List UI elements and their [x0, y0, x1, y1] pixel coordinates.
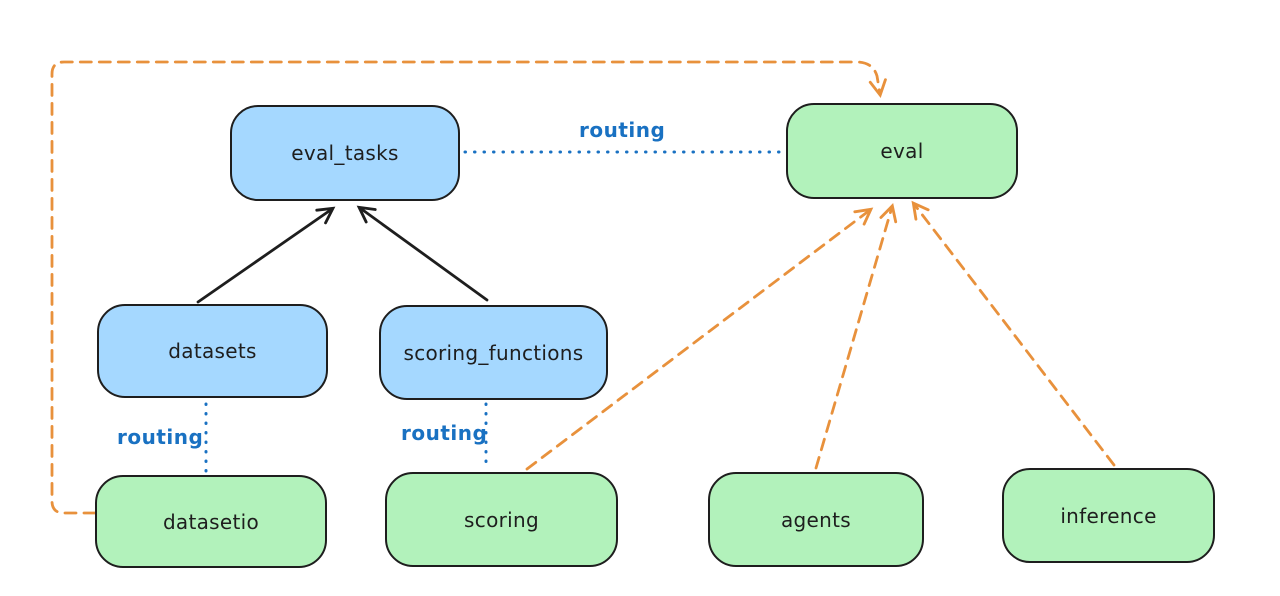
node-inference: inference — [1002, 468, 1215, 563]
node-eval-label: eval — [880, 139, 924, 163]
node-scoring-label: scoring — [464, 507, 539, 532]
edge-label-routing-datasets-to-datasetio: routing — [117, 425, 204, 449]
node-agents-label: agents — [781, 507, 851, 532]
node-datasets: datasets — [97, 304, 328, 398]
node-datasets-label: datasets — [168, 339, 257, 363]
edge-agents-to-eval — [814, 203, 898, 470]
edge-label-routing-eval-tasks-to-eval: routing — [579, 118, 666, 142]
edge-inference-to-eval — [911, 200, 1116, 467]
edge-scoring-functions-to-eval-tasks — [356, 205, 489, 302]
node-eval-tasks-label: eval_tasks — [291, 141, 399, 165]
node-eval: eval — [786, 103, 1018, 199]
node-scoring-functions: scoring_functions — [379, 305, 608, 400]
node-agents: agents — [708, 472, 924, 567]
node-datasetio: datasetio — [95, 475, 327, 568]
node-scoring: scoring — [385, 472, 618, 567]
edge-label-routing-scoring-functions-to-scoring: routing — [401, 421, 488, 445]
edge-scoring-to-eval — [525, 207, 874, 471]
node-datasetio-label: datasetio — [162, 509, 260, 534]
edge-datasets-to-eval-tasks — [196, 206, 336, 304]
node-scoring-functions-label: scoring_functions — [403, 340, 584, 365]
edge-datasetio-to-eval-loop — [50, 60, 887, 515]
node-inference-label: inference — [1060, 503, 1157, 528]
node-eval-tasks: eval_tasks — [230, 105, 460, 201]
